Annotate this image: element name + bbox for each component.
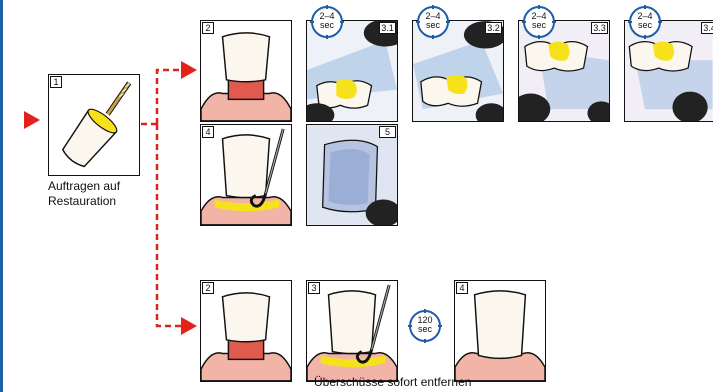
- step-number: 4: [456, 282, 468, 294]
- step-number: 3.2: [485, 22, 502, 34]
- crown-seating-icon: [201, 21, 291, 121]
- lower-path-caption: Überschüsse sofort entfernen: [314, 375, 471, 390]
- excess-removal-icon: [307, 281, 397, 381]
- apply-caption: Auftragen auf Restauration: [48, 179, 120, 209]
- upper-arrow: [181, 61, 197, 79]
- lower-arrow: [181, 317, 197, 335]
- upper-step-5-panel: 5: [306, 124, 398, 226]
- excess-removal-icon: [201, 125, 291, 225]
- step-number: 4: [202, 126, 214, 138]
- step-number: 3.1: [379, 22, 396, 34]
- entry-arrow: [24, 111, 40, 129]
- step-number: 2: [202, 22, 214, 34]
- lower-step-3-panel: 3: [306, 280, 398, 382]
- crown-seating-icon: [201, 281, 291, 381]
- step-number: 5: [379, 126, 396, 138]
- branch-connector: [141, 70, 184, 326]
- finished-crown-icon: [455, 281, 545, 381]
- final-curing-icon: [307, 125, 397, 225]
- lower-step-4-panel: 4: [454, 280, 546, 382]
- upper-step-4-panel: 4: [200, 124, 292, 226]
- step-number: 3.4: [701, 22, 713, 34]
- upper-step-2-panel: 2: [200, 20, 292, 122]
- step-number: 1: [50, 76, 62, 88]
- step-number: 3.3: [591, 22, 608, 34]
- step-number: 2: [202, 282, 214, 294]
- step-number: 3: [308, 282, 320, 294]
- apply-syringe-icon: [49, 75, 139, 175]
- step-1-apply-panel: 1: [48, 74, 140, 176]
- lower-step-2-panel: 2: [200, 280, 292, 382]
